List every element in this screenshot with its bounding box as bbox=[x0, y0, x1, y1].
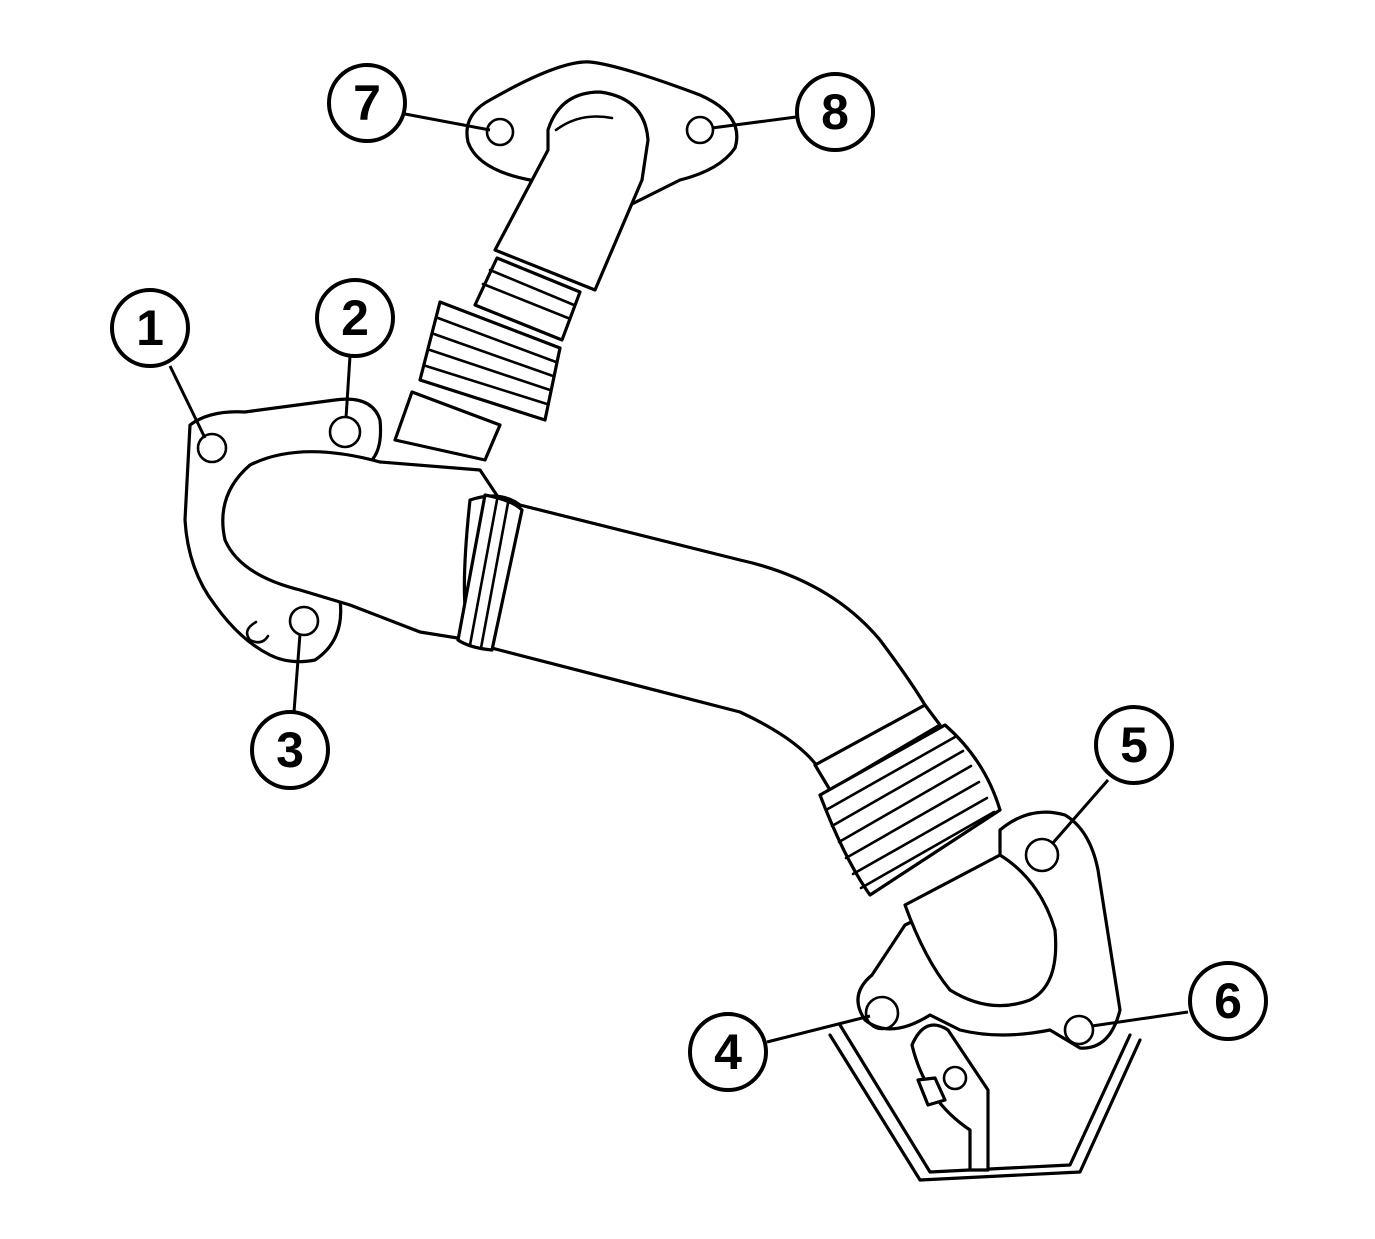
callout-3: 3 bbox=[250, 710, 330, 790]
main-pipe bbox=[456, 493, 927, 772]
leader-1 bbox=[168, 365, 207, 439]
bolt-hole-1 bbox=[196, 432, 228, 464]
upper-bellows bbox=[393, 256, 582, 462]
svg-text:8: 8 bbox=[821, 84, 849, 140]
svg-text:3: 3 bbox=[276, 722, 304, 778]
svg-text:5: 5 bbox=[1120, 717, 1148, 773]
svg-text:7: 7 bbox=[353, 75, 381, 131]
callout-5: 5 bbox=[1094, 705, 1174, 785]
leader-4 bbox=[766, 1014, 871, 1044]
left-elbow-pipe bbox=[221, 450, 502, 642]
svg-text:2: 2 bbox=[341, 290, 369, 346]
bolt-hole-5 bbox=[1024, 837, 1060, 873]
callout-4: 4 bbox=[688, 1012, 768, 1092]
lower-bellows bbox=[813, 703, 1002, 897]
callout-7: 7 bbox=[327, 63, 407, 143]
svg-text:1: 1 bbox=[136, 300, 164, 356]
callout-6: 6 bbox=[1188, 961, 1268, 1041]
callout-1: 1 bbox=[110, 288, 190, 368]
leader-7 bbox=[404, 112, 491, 132]
bolt-hole-7 bbox=[485, 117, 515, 147]
leader-8 bbox=[711, 115, 797, 130]
leader-5 bbox=[1050, 779, 1110, 845]
leader-2 bbox=[344, 355, 352, 419]
bolt-hole-4 bbox=[864, 995, 900, 1031]
lower-elbow-pipe bbox=[903, 853, 1058, 1008]
leader-3 bbox=[292, 633, 302, 713]
mounting-bracket bbox=[828, 1023, 1142, 1182]
callouts: 7 8 1 2 3 4 5 6 bbox=[110, 63, 1268, 1092]
svg-text:6: 6 bbox=[1214, 973, 1242, 1029]
upper-pipe bbox=[493, 90, 650, 292]
callout-2: 2 bbox=[315, 278, 395, 358]
callout-8: 8 bbox=[795, 72, 875, 152]
bolt-hole-3 bbox=[288, 605, 320, 637]
svg-text:4: 4 bbox=[714, 1024, 742, 1080]
bolt-hole-8 bbox=[685, 115, 715, 145]
leader-6 bbox=[1091, 1010, 1189, 1028]
bolt-hole-6 bbox=[1063, 1014, 1095, 1046]
